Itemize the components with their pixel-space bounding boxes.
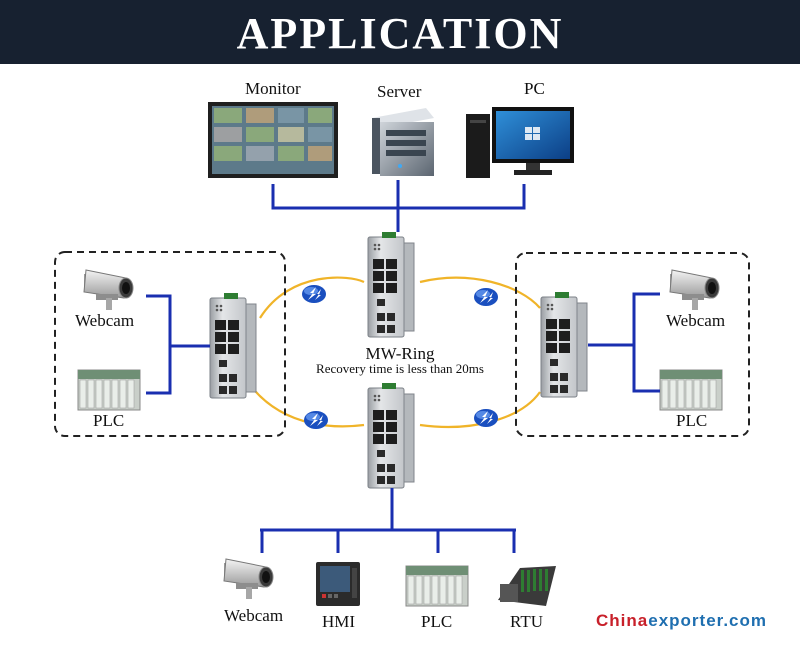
- monitor-icon: [208, 102, 338, 178]
- link-icon: [474, 288, 498, 306]
- webcam-icon: [669, 269, 720, 311]
- link-icon: [474, 409, 498, 427]
- rtu-label: RTU: [510, 612, 543, 631]
- bottom-link-lines: [260, 488, 516, 553]
- watermark-part2: exporter.com: [648, 611, 767, 630]
- left-link-lines: [146, 294, 210, 395]
- watermark: Chinaexporter.com: [596, 611, 767, 631]
- ring-name: MW-Ring: [365, 344, 435, 363]
- right-link-lines: [588, 292, 660, 393]
- link-icon: [302, 285, 326, 303]
- monitor-label: Monitor: [245, 79, 301, 98]
- server-label: Server: [377, 82, 422, 101]
- left-plc-label: PLC: [93, 411, 125, 430]
- rtu-icon: [498, 566, 556, 606]
- link-icon: [304, 411, 328, 429]
- hmi-icon: [316, 562, 360, 606]
- left-group-box: [54, 251, 286, 437]
- left-webcam-label: Webcam: [75, 311, 135, 330]
- pc-label: PC: [524, 79, 545, 98]
- switch-bottom-icon: [367, 382, 415, 489]
- switch-top-icon: [367, 231, 415, 338]
- top-link-lines: [271, 180, 526, 232]
- ring-recovery-text: Recovery time is less than 20ms: [316, 361, 484, 376]
- bottom-webcam-label: Webcam: [224, 606, 284, 625]
- title-banner: APPLICATION: [0, 0, 800, 64]
- plc-icon: [77, 369, 141, 411]
- page-title: APPLICATION: [236, 9, 564, 58]
- hmi-label: HMI: [322, 612, 356, 631]
- right-plc-label: PLC: [676, 411, 708, 430]
- plc-icon: [659, 369, 723, 411]
- bottom-plc-label: PLC: [421, 612, 453, 631]
- plc-icon: [405, 565, 469, 607]
- webcam-icon: [83, 269, 134, 311]
- server-icon: [372, 108, 434, 176]
- webcam-icon: [223, 558, 274, 600]
- switch-right-icon: [540, 291, 588, 398]
- right-webcam-label: Webcam: [666, 311, 726, 330]
- watermark-part1: China: [596, 611, 649, 630]
- switch-left-icon: [209, 292, 257, 399]
- pc-icon: [466, 107, 574, 178]
